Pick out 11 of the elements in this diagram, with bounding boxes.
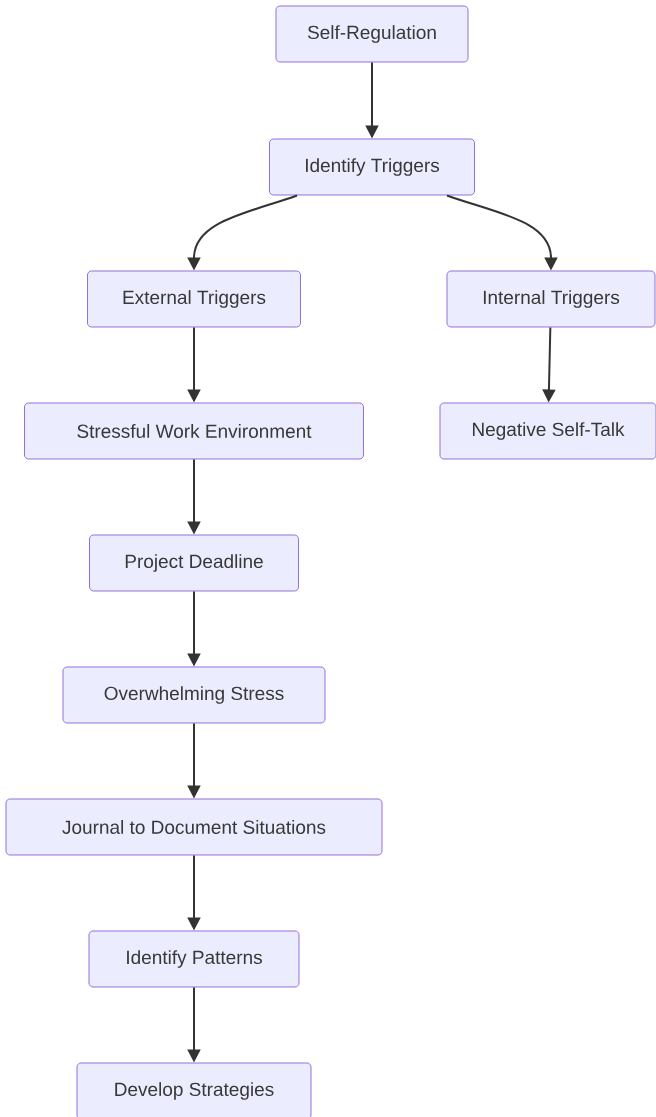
process-box: Develop Strategies: [76, 1062, 312, 1117]
process-box: Project Deadline: [89, 534, 299, 592]
process-box: Journal to Document Situations: [5, 798, 383, 856]
process-box: Overwhelming Stress: [62, 666, 326, 724]
process-box: External Triggers: [87, 270, 301, 328]
process-box: Identify Triggers: [269, 138, 475, 196]
process-box: Self-Regulation: [275, 5, 469, 63]
process-box: Identify Patterns: [88, 930, 300, 988]
process-box: Stressful Work Environment: [24, 402, 364, 460]
process-box: Internal Triggers: [446, 270, 656, 328]
process-box: Negative Self-Talk: [439, 402, 656, 460]
